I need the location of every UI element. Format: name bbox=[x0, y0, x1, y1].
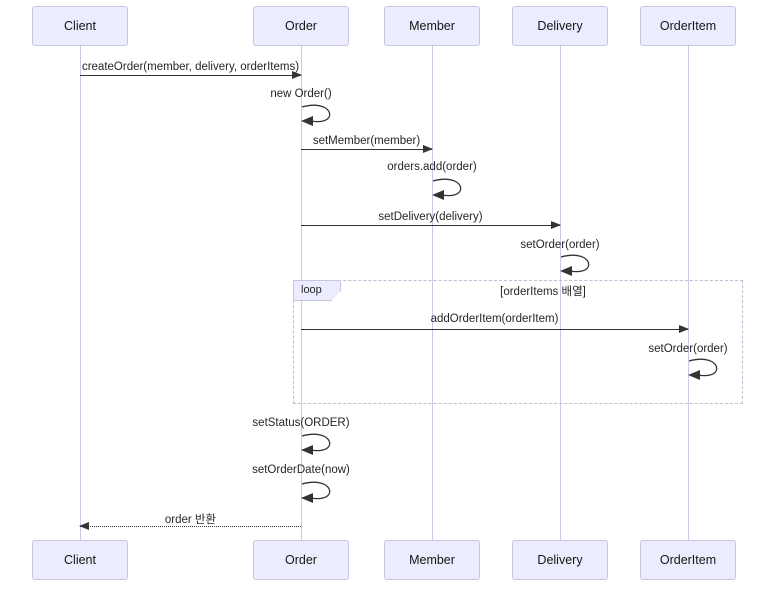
loop-frame bbox=[293, 280, 743, 404]
message-arrow-setmember bbox=[301, 145, 433, 153]
loop-keyword-label: loop bbox=[293, 280, 341, 301]
participant-bottom-order: Order bbox=[253, 540, 349, 580]
participant-label: OrderItem bbox=[659, 553, 717, 567]
participant-label: Member bbox=[409, 19, 455, 33]
arrowhead-left-icon bbox=[79, 522, 89, 530]
participant-label: Order bbox=[285, 19, 317, 33]
participant-bottom-member: Member bbox=[384, 540, 480, 580]
participant-top-orderitem: OrderItem bbox=[640, 6, 736, 46]
participant-label: Delivery bbox=[537, 553, 583, 567]
participant-label: Order bbox=[285, 553, 317, 567]
self-message-arrow-setorder-delivery bbox=[560, 254, 590, 276]
participant-label: Client bbox=[64, 19, 96, 33]
participant-top-delivery: Delivery bbox=[512, 6, 608, 46]
message-arrow-setdelivery bbox=[301, 221, 561, 229]
message-label-setdelivery: setDelivery(delivery) bbox=[378, 211, 483, 223]
lifeline-client bbox=[80, 46, 81, 540]
participant-top-order: Order bbox=[253, 6, 349, 46]
message-label-orders-add: orders.add(order) bbox=[387, 161, 477, 173]
message-label-addorderitem: addOrderItem(orderItem) bbox=[430, 313, 559, 325]
participant-bottom-delivery: Delivery bbox=[512, 540, 608, 580]
message-label-setmember: setMember(member) bbox=[312, 135, 421, 147]
self-message-arrow-orders-add bbox=[432, 178, 462, 200]
participant-label: Client bbox=[64, 553, 96, 567]
participant-bottom-orderitem: OrderItem bbox=[640, 540, 736, 580]
lifeline-orderitem bbox=[688, 46, 689, 540]
participant-label: Delivery bbox=[537, 19, 583, 33]
message-label-setorderdate: setOrderDate(now) bbox=[252, 464, 350, 476]
participant-top-client: Client bbox=[32, 6, 128, 46]
message-label-setorder-delivery: setOrder(order) bbox=[520, 239, 600, 251]
participant-label: Member bbox=[409, 553, 455, 567]
participant-label: OrderItem bbox=[659, 19, 717, 33]
participant-bottom-client: Client bbox=[32, 540, 128, 580]
self-message-arrow-new-order bbox=[301, 104, 331, 126]
arrowhead-right-icon bbox=[551, 221, 561, 229]
message-label-createorder: createOrder(member, delivery, orderItems… bbox=[81, 61, 300, 73]
message-label-return-order: order 반환 bbox=[164, 514, 217, 526]
lifeline-member bbox=[432, 46, 433, 540]
message-label-setstatus: setStatus(ORDER) bbox=[252, 417, 350, 429]
message-arrow-addorderitem bbox=[301, 325, 689, 333]
message-label-new-order: new Order() bbox=[270, 88, 332, 100]
self-message-arrow-setorderdate bbox=[301, 481, 331, 503]
self-message-arrow-setstatus bbox=[301, 433, 331, 455]
self-message-arrow-setorder-orderitem bbox=[688, 358, 718, 380]
message-arrow-return-order bbox=[79, 522, 301, 530]
participant-top-member: Member bbox=[384, 6, 480, 46]
message-label-setorder-orderitem: setOrder(order) bbox=[648, 343, 728, 355]
arrowhead-right-icon bbox=[679, 325, 689, 333]
loop-condition-label: [orderItems 배열] bbox=[500, 286, 586, 298]
lifeline-delivery bbox=[560, 46, 561, 540]
arrowhead-right-icon bbox=[292, 71, 302, 79]
message-arrow-createorder bbox=[80, 71, 302, 79]
arrowhead-right-icon bbox=[423, 145, 433, 153]
